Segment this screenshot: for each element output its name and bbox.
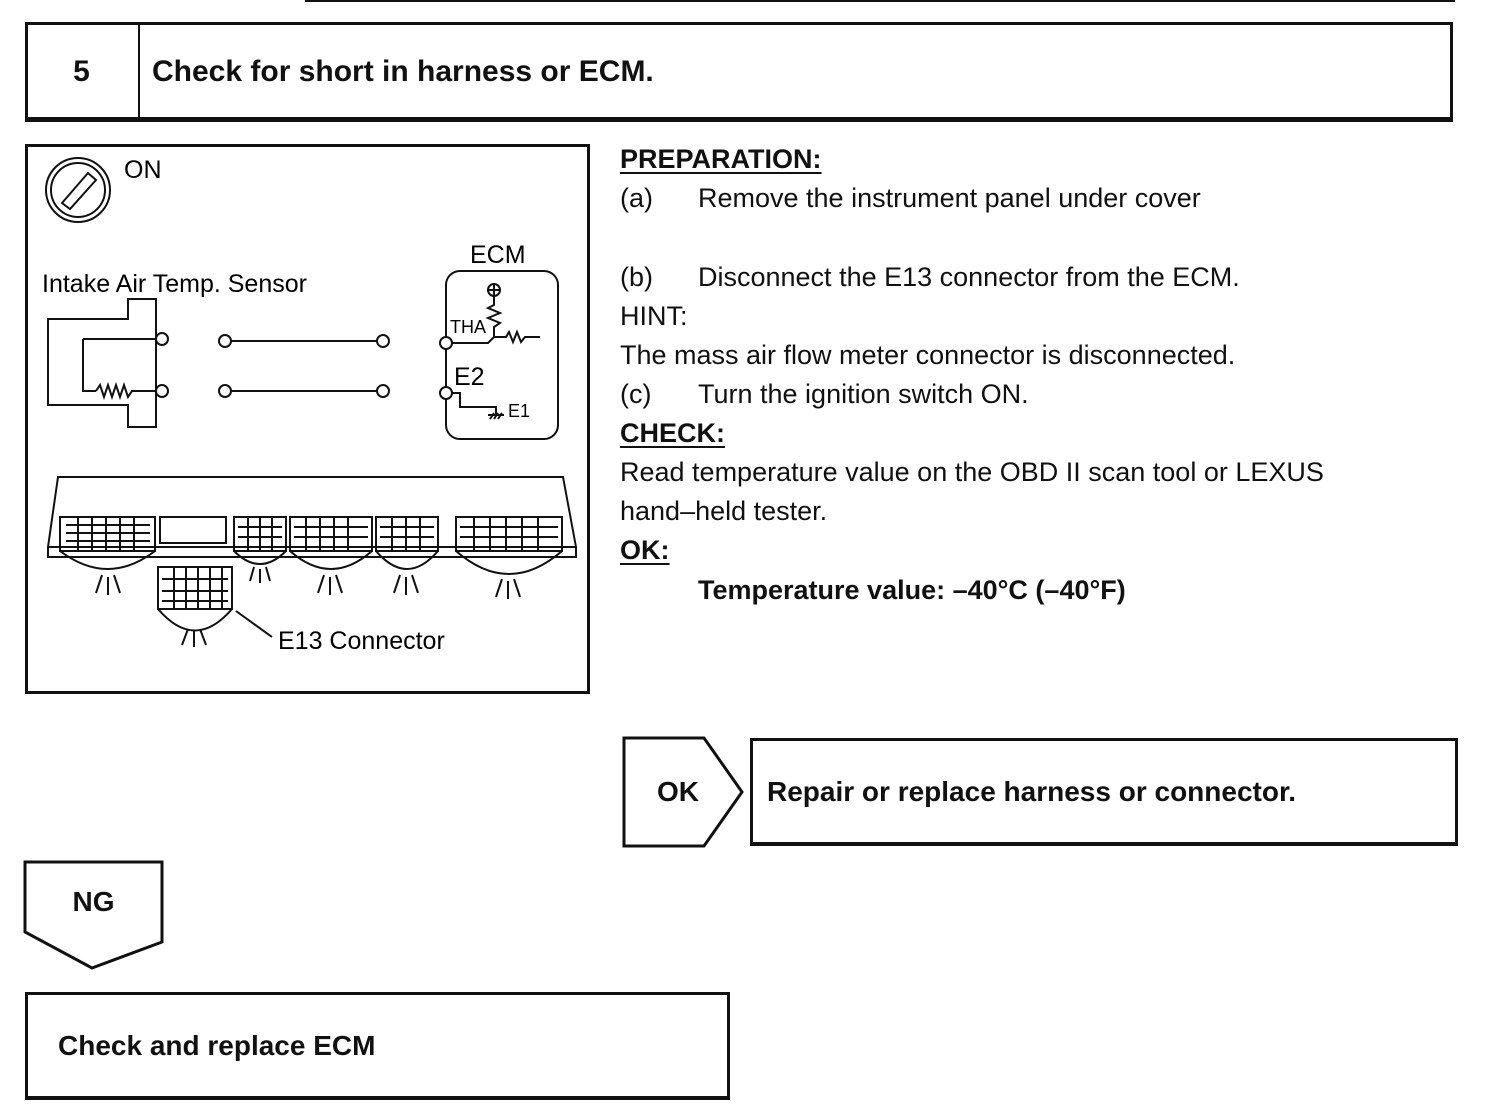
diagram-drawing: ON Intake Air Temp. Sensor ECM THA E2 E1…	[42, 156, 578, 655]
e13-connector-label: E13 Connector	[278, 627, 445, 655]
step-number: 5	[73, 55, 90, 88]
step-b-text: Disconnect the E13 connector from the EC…	[698, 262, 1240, 292]
step-a: (a) Remove the instrument panel under cov…	[620, 179, 1201, 218]
harness-wires	[218, 334, 390, 398]
step-header-divider	[138, 22, 140, 122]
step-b: (b) Disconnect the E13 connector from the…	[620, 258, 1240, 297]
step-c-label: (c)	[620, 379, 652, 409]
step-a-text: Remove the instrument panel under cover	[698, 183, 1201, 213]
e2-terminal-label: E2	[454, 363, 485, 391]
hint-text: The mass air flow meter connector is dis…	[620, 340, 1236, 370]
ok-action-box: Repair or replace harness or connector.	[750, 738, 1458, 846]
step-c-text: Turn the ignition switch ON.	[698, 379, 1029, 409]
wiring-diagram: ON Intake Air Temp. Sensor ECM THA E2 E1…	[25, 144, 590, 694]
hint-heading: HINT:	[620, 301, 688, 331]
ignition-on-label: ON	[124, 156, 162, 184]
step-header-box	[25, 22, 1453, 122]
ok-result-label: OK	[657, 776, 699, 807]
check-heading: CHECK:	[620, 418, 725, 448]
ng-arrow-shape	[23, 860, 164, 970]
ecm-block	[439, 270, 559, 440]
harness-bundles	[59, 550, 563, 599]
e13-connector-symbol	[157, 566, 273, 647]
sensor-label: Intake Air Temp. Sensor	[42, 270, 307, 298]
ng-action-box: Check and replace ECM	[25, 992, 730, 1100]
step-a-label: (a)	[620, 183, 653, 213]
step-b-label: (b)	[620, 262, 653, 292]
preparation-heading: PREPARATION:	[620, 144, 822, 174]
step-title: Check for short in harness or ECM.	[152, 55, 654, 88]
ok-spec: Temperature value: –40°C (–40°F)	[698, 575, 1126, 605]
check-text-line2: hand–held tester.	[620, 496, 828, 526]
top-rule	[305, 0, 1455, 2]
intake-air-temp-sensor-symbol	[47, 298, 169, 428]
ecm-label: ECM	[470, 241, 526, 269]
ecm-housing	[46, 476, 578, 599]
ignition-switch-icon	[45, 157, 111, 223]
ok-arrow-shape	[622, 736, 744, 848]
tha-terminal-label: THA	[450, 317, 486, 337]
e1-terminal-label: E1	[508, 401, 530, 421]
step-c: (c) Turn the ignition switch ON.	[620, 375, 1029, 414]
ng-result-label: NG	[72, 886, 115, 917]
check-text-line1: Read temperature value on the OBD II sca…	[620, 457, 1324, 487]
ok-heading: OK:	[620, 535, 670, 565]
ecm-connector-slots	[59, 516, 563, 552]
